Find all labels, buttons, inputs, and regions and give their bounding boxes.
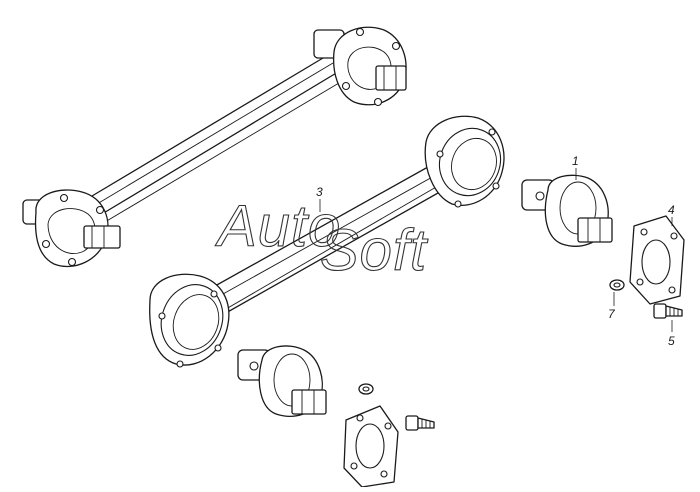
cover-flange-4 (629, 215, 685, 305)
callout-5: 5 (668, 320, 675, 348)
autosoft-watermark: Auto Soft (214, 193, 429, 283)
callout-1: 1 (572, 154, 579, 180)
callout-3: 3 (316, 185, 323, 212)
spring-washer-lower (358, 383, 374, 395)
upper-rod-assembly (22, 26, 407, 268)
bolt-5 (653, 303, 683, 319)
lower-rod-right-housing (424, 115, 505, 208)
callout-1-label: 1 (572, 154, 579, 168)
callout-4: 4 (668, 203, 675, 226)
ball-joint-1 (521, 174, 613, 247)
callout-3-label: 3 (316, 185, 323, 199)
upper-rod-left-head (22, 189, 121, 268)
watermark-soft: Soft (320, 218, 429, 283)
callout-4-label: 4 (668, 203, 675, 217)
lower-rod-body (149, 115, 505, 368)
upper-rod-right-head (313, 26, 407, 107)
ball-joint-lower (237, 345, 327, 417)
callout-5-label: 5 (668, 334, 675, 348)
callout-7: 7 (608, 292, 616, 321)
lower-rod-left-housing (149, 273, 230, 368)
callout-7-label: 7 (608, 307, 616, 321)
bolt-lower (405, 415, 435, 431)
spring-washer-7 (609, 279, 625, 291)
cover-flange-lower (343, 405, 399, 488)
